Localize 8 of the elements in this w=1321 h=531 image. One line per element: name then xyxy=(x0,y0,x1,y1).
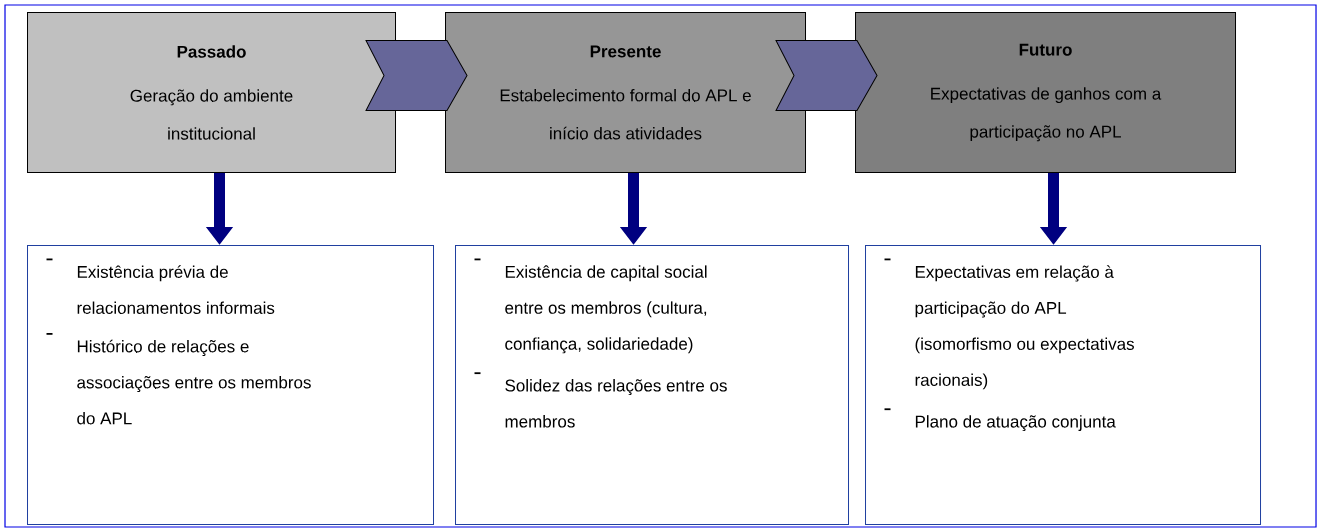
bullet-list-box: Existência de capital social entre os membros (cultura, confiança, solidariedade) Solidez das relações entre os membros xyxy=(455,245,849,525)
chevron-arrow xyxy=(365,40,468,111)
bullet-list-box: Existência prévia de relacionamentos informais Histórico de relações e associações entre os membros do APL xyxy=(27,245,434,525)
stage-box: Passado Geração do ambiente institucional xyxy=(27,12,396,173)
stage-box: Presente Estabelecimento formal do APL e início das atividades xyxy=(445,12,806,173)
stage-box: Futuro Expectativas de ganhos com a participação no APL xyxy=(855,12,1236,173)
bullet-list-box: Expectativas em relação à participação do APL (isomorfismo ou expectativas racionais) Plano de atuação conjunta xyxy=(865,245,1261,525)
chevron-arrow xyxy=(775,40,878,111)
